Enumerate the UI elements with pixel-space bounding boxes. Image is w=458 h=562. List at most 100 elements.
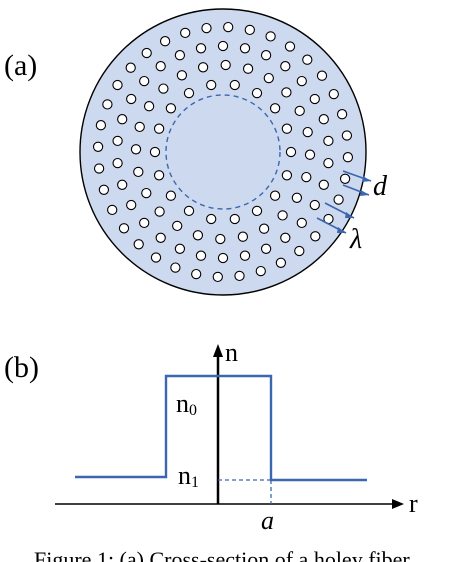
- n-axis-arrowhead: [213, 344, 223, 357]
- air-hole: [296, 75, 307, 87]
- air-hole: [195, 250, 207, 261]
- air-hole: [126, 199, 137, 211]
- air-hole: [237, 231, 249, 242]
- air-hole: [339, 173, 351, 184]
- panel-b-label: (b): [4, 351, 39, 384]
- air-hole: [291, 192, 303, 203]
- index-profile-curve: [75, 374, 367, 482]
- air-hole: [139, 217, 150, 229]
- air-holes: [92, 21, 354, 283]
- air-hole: [206, 213, 217, 225]
- air-hole: [174, 243, 186, 254]
- air-hole: [342, 152, 354, 163]
- air-hole: [93, 163, 105, 174]
- air-hole: [229, 79, 240, 91]
- air-hole: [98, 184, 110, 195]
- air-hole: [155, 61, 166, 72]
- air-hole: [223, 21, 234, 33]
- air-hole: [92, 141, 104, 152]
- d-label: d: [373, 171, 388, 202]
- lambda-label: λ: [349, 224, 362, 255]
- air-hole: [118, 223, 130, 234]
- air-hole: [154, 206, 165, 217]
- air-hole: [294, 245, 305, 257]
- air-hole: [201, 22, 212, 34]
- air-hole: [280, 232, 291, 243]
- air-hole: [269, 103, 281, 114]
- air-hole: [260, 50, 272, 61]
- air-hole: [323, 135, 334, 147]
- air-hole: [174, 50, 186, 61]
- air-hole: [117, 179, 128, 190]
- n-axis-label: n: [225, 338, 238, 367]
- air-hole: [95, 120, 107, 131]
- air-hole: [251, 205, 263, 217]
- air-hole: [215, 233, 226, 245]
- air-hole: [316, 70, 328, 81]
- r-axis-label: r: [409, 489, 418, 518]
- air-hole: [296, 217, 307, 229]
- air-hole: [180, 27, 191, 39]
- air-hole: [102, 99, 113, 110]
- air-hole: [244, 24, 255, 36]
- air-hole: [165, 103, 177, 114]
- air-hole: [310, 231, 321, 242]
- air-hole: [239, 43, 251, 54]
- air-hole: [302, 54, 313, 65]
- air-hole: [112, 135, 123, 147]
- air-hole: [323, 157, 334, 169]
- air-hole: [318, 114, 329, 125]
- r-axis-arrowhead: [392, 499, 404, 509]
- air-hole: [229, 213, 240, 225]
- air-hole: [149, 146, 161, 158]
- air-hole: [159, 36, 171, 47]
- air-hole: [263, 72, 274, 84]
- air-hole: [328, 88, 339, 100]
- air-hole: [170, 262, 181, 273]
- air-hole: [239, 250, 251, 261]
- air-hole: [294, 105, 305, 117]
- air-hole: [143, 101, 155, 112]
- air-hole: [280, 61, 291, 72]
- air-hole: [260, 243, 272, 254]
- air-hole: [281, 123, 293, 134]
- air-hole: [301, 171, 312, 183]
- air-hole: [333, 194, 344, 205]
- air-hole: [155, 232, 166, 243]
- a-label: a: [261, 506, 274, 535]
- air-hole: [133, 239, 144, 250]
- index-profile-axes: [55, 344, 404, 509]
- air-hole: [206, 79, 217, 91]
- air-hole: [165, 190, 177, 201]
- air-hole: [153, 170, 165, 181]
- air-hole: [269, 190, 281, 201]
- air-hole: [336, 109, 348, 120]
- lambda-arrows: [316, 202, 355, 234]
- air-hole: [212, 271, 223, 283]
- air-hole: [176, 70, 188, 81]
- air-hole: [217, 252, 229, 264]
- air-hole: [141, 47, 152, 59]
- n0-label: n0: [176, 389, 197, 419]
- air-hole: [281, 87, 292, 98]
- air-hole: [285, 146, 297, 158]
- air-hole: [277, 210, 288, 221]
- air-hole: [220, 59, 231, 71]
- air-hole: [172, 220, 183, 232]
- air-hole: [197, 62, 209, 73]
- fiber-cross-section: [79, 8, 367, 296]
- air-hole: [112, 157, 123, 169]
- air-hole: [318, 179, 329, 190]
- air-hole: [134, 121, 145, 133]
- air-hole: [242, 63, 254, 74]
- air-hole: [217, 40, 229, 52]
- cladding-disk: [79, 8, 367, 296]
- air-hole: [258, 223, 270, 234]
- air-hole: [126, 93, 137, 105]
- air-hole: [153, 123, 165, 134]
- n1-label: n1: [178, 461, 199, 491]
- air-hole: [192, 230, 204, 241]
- air-hole: [251, 87, 263, 99]
- air-hole: [112, 79, 123, 91]
